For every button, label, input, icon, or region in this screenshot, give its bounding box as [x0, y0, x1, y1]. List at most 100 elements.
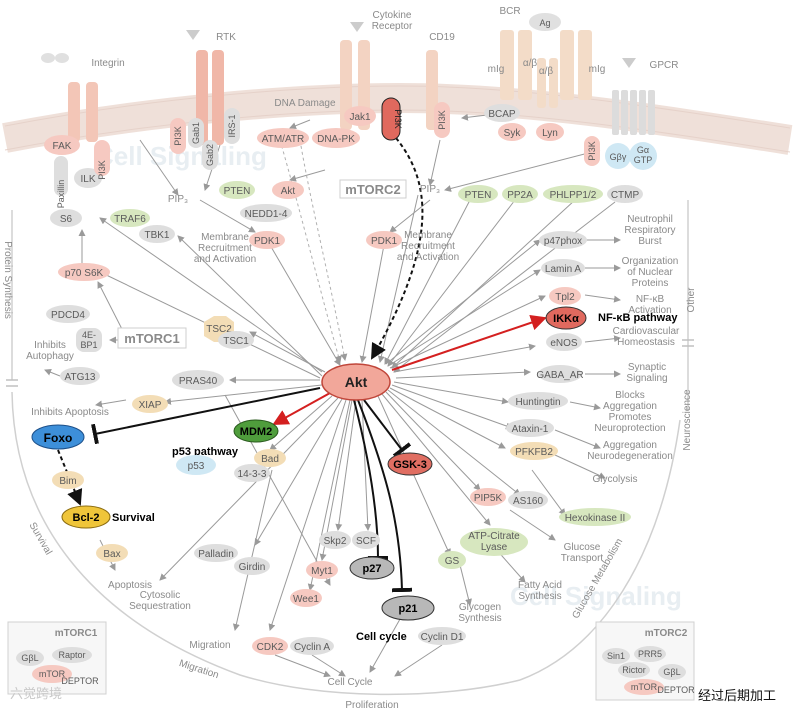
as160-node: AS160: [508, 491, 548, 509]
p21-node[interactable]: p21: [381, 595, 435, 621]
svg-text:mTOR: mTOR: [39, 669, 66, 679]
skp2-node: Skp2: [319, 531, 351, 549]
pten-right-node: PTEN: [458, 185, 498, 203]
p27-node[interactable]: p27: [349, 556, 395, 580]
cd19-label: CD19: [429, 32, 455, 43]
apoptosis-label: Apoptosis: [108, 580, 152, 591]
svg-text:Palladin: Palladin: [198, 549, 234, 560]
svg-text:Jak1: Jak1: [349, 112, 371, 123]
svg-text:XIAP: XIAP: [139, 400, 162, 411]
svg-text:PTEN: PTEN: [465, 190, 492, 201]
svg-text:PHLPP1/2: PHLPP1/2: [550, 190, 597, 201]
pp2a-node: PP2A: [502, 185, 538, 203]
gaba-ar-node: GABA_AR: [536, 365, 584, 383]
pten-left-node: PTEN: [219, 181, 255, 199]
svg-text:p53: p53: [188, 461, 205, 472]
nedd1-4-node: NEDD1-4: [240, 204, 292, 222]
integrin-label: Integrin: [91, 58, 124, 69]
gsk3-node[interactable]: GSK-3: [387, 452, 433, 476]
traf6-node: TRAF6: [110, 209, 150, 227]
ring-label-survival: Survival: [27, 521, 54, 557]
cell-cycle-bold-label: Cell cycle: [356, 631, 407, 643]
ring-label-protein-synthesis: Protein Synthesis: [2, 241, 13, 319]
akt-node[interactable]: Akt: [321, 363, 391, 401]
ikka-node[interactable]: IKKα: [545, 306, 587, 330]
svg-text:DEPTOR: DEPTOR: [657, 685, 695, 695]
svg-text:Paxillin: Paxillin: [56, 180, 66, 209]
svg-text:PP2A: PP2A: [507, 190, 533, 201]
svg-text:eNOS: eNOS: [550, 338, 578, 349]
migration-label: Migration: [189, 640, 230, 651]
foxo-node[interactable]: Foxo: [31, 424, 85, 450]
cdk2-node: CDK2: [252, 637, 288, 655]
tbk1-node: TBK1: [139, 225, 175, 243]
svg-text:Bcl-2: Bcl-2: [73, 512, 100, 524]
svg-text:DNA-PK: DNA-PK: [317, 134, 355, 145]
pip3-right: PIP₃: [420, 184, 440, 195]
alpha-beta-right-label: α/β: [539, 66, 554, 77]
enos-node: eNOS: [546, 333, 582, 351]
gpcr-receptor: [612, 58, 655, 135]
mtorc1-node: mTORC1: [117, 327, 187, 349]
ring-label-migration: Migration: [178, 658, 221, 681]
pi3k-integrin-node: PI3K: [94, 140, 110, 180]
legend-mtorc2: mTORC2 Sin1 PRR5 Rictor GβL mTOR DEPTOR: [595, 621, 695, 701]
svg-text:Hexokinase II: Hexokinase II: [565, 513, 626, 524]
highlighted-connections: [57, 137, 547, 593]
pfkfb2-node: PFKFB2: [510, 442, 558, 460]
pi3k-cd19-node: PI3K: [434, 102, 450, 138]
svg-text:p70 S6K: p70 S6K: [65, 268, 104, 279]
svg-text:IKKα: IKKα: [553, 313, 579, 325]
svg-text:p21: p21: [399, 603, 418, 615]
svg-text:CDK2: CDK2: [257, 642, 284, 653]
lamin-a-node: Lamin A: [541, 259, 585, 277]
svg-text:TSC2: TSC2: [206, 324, 232, 335]
integrin-receptor: [41, 53, 98, 142]
process-ring: [6, 200, 694, 696]
mtorc2-node: mTORC2: [339, 179, 407, 199]
ataxin1-node: Ataxin-1: [506, 419, 554, 437]
svg-text:PRAS40: PRAS40: [179, 376, 218, 387]
svg-text:MDM2: MDM2: [240, 426, 272, 438]
huntingtin-node: Huntingtin: [508, 392, 568, 410]
bcl2-node[interactable]: Bcl-2: [61, 505, 111, 529]
svg-text:AS160: AS160: [513, 496, 543, 507]
g-beta-gamma-node: Gβγ: [605, 143, 631, 169]
svg-text:Gβγ: Gβγ: [610, 152, 627, 162]
rtk-receptor: [186, 30, 224, 145]
svg-text:PFKFB2: PFKFB2: [515, 447, 553, 458]
pip5k-node: PIP5K: [470, 488, 506, 506]
svg-text:Akt: Akt: [345, 374, 368, 390]
svg-text:Wee1: Wee1: [293, 594, 319, 605]
svg-text:SCF: SCF: [356, 536, 376, 547]
svg-text:p47phox: p47phox: [544, 236, 582, 247]
svg-text:Raptor: Raptor: [58, 650, 85, 660]
svg-text:Foxo: Foxo: [44, 431, 73, 445]
scf-node: SCF: [352, 531, 380, 549]
ring-label-proliferation: Proliferation: [345, 700, 398, 711]
myt1-node: Myt1: [306, 561, 338, 579]
girdin-node: Girdin: [234, 557, 270, 575]
svg-text:Gab2: Gab2: [205, 144, 215, 166]
svg-text:NEDD1-4: NEDD1-4: [245, 209, 288, 220]
bim-node: Bim: [52, 471, 84, 489]
svg-text:mTOR: mTOR: [631, 682, 658, 692]
p47phox-node: p47phox: [539, 231, 587, 249]
mdm2-node[interactable]: MDM2: [233, 419, 279, 443]
atm-atr-node: ATM/ATR: [257, 128, 309, 148]
svg-text:CTMP: CTMP: [611, 190, 640, 201]
dna-pk-node: DNA-PK: [312, 128, 360, 148]
s6-node: S6: [50, 209, 82, 227]
svg-text:Bim: Bim: [59, 476, 76, 487]
svg-text:Ataxin-1: Ataxin-1: [512, 424, 549, 435]
svg-text:PRR5: PRR5: [638, 649, 662, 659]
